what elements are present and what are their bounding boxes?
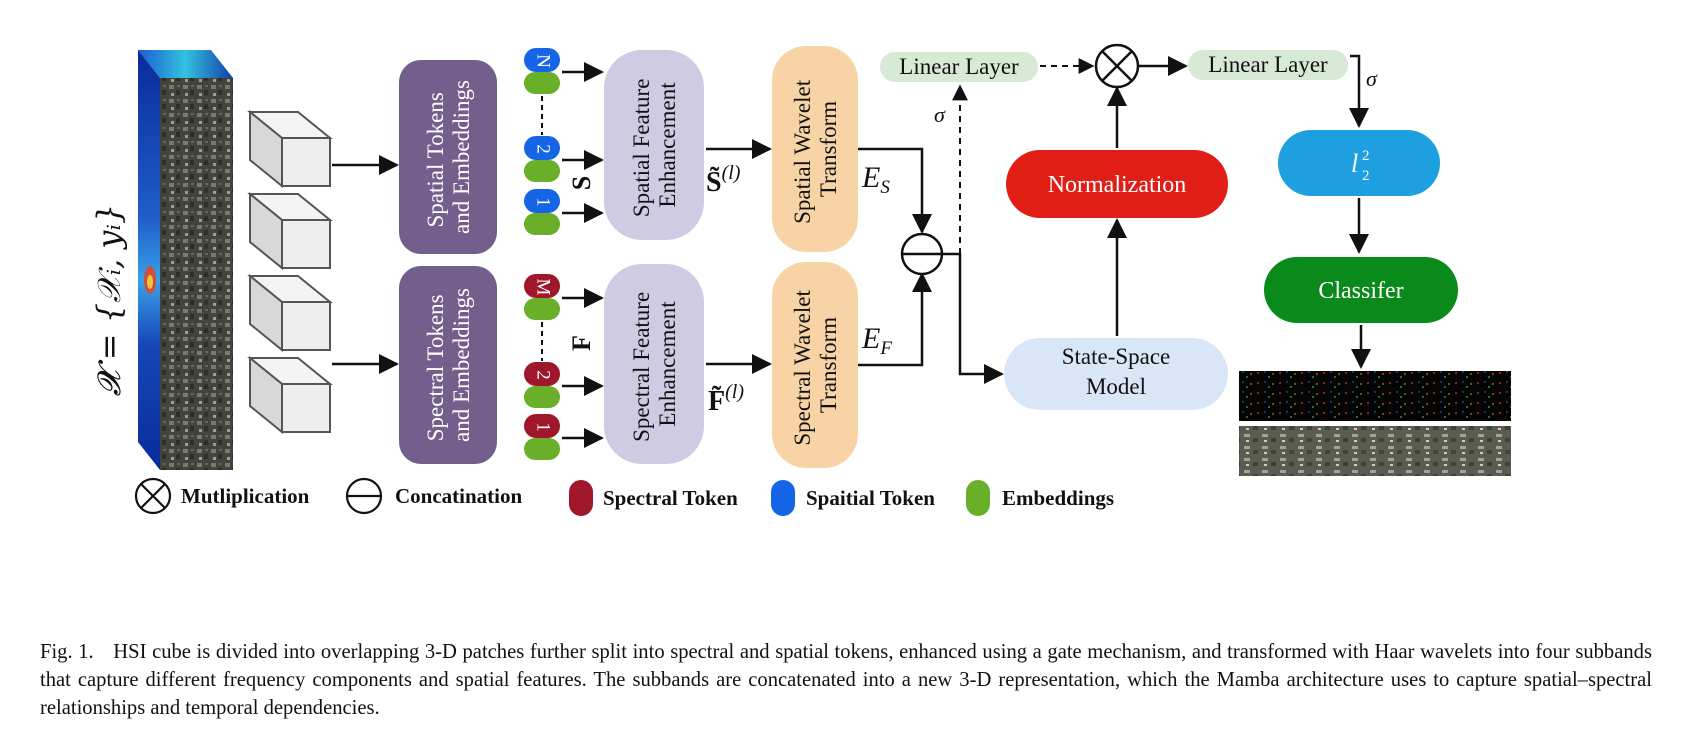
linear-layer-2: Linear Layer [1188,50,1348,80]
spatial-enh-line1: Spatial Feature [629,79,654,218]
spatial-enh-line2: Enhancement [655,82,680,208]
svg-text:Spatial Wavelet Transfor: Spatial Wavelet Transform [790,74,841,224]
svg-text:Spectral Feature Enhanc: Spectral Feature Enhancement [629,286,680,442]
l2-norm-box: l 2 2 [1278,130,1440,196]
caption-lead: Fig. 1. [40,641,94,663]
spatial-tokens-line1: Spatial Tokens [423,92,448,227]
legend-concatenation-icon [345,477,383,515]
spatial-enh-output-symbol: S̃ [706,167,722,198]
concatenation-operator [900,232,944,276]
spectral-enh-line2: Enhancement [655,301,680,427]
state-space-model-box: State-Space Model [1004,338,1228,410]
spatial-layer-superscript: (l) [722,162,741,184]
sigma-label-1: σ [934,102,946,127]
spectral-enh-line1: Spectral Feature [629,292,654,442]
es-label: E [861,161,880,194]
hsi-cube [138,50,233,470]
spectral-tokens-line1: Spectral Tokens [423,294,448,441]
figure-caption: Fig. 1. HSI cube is divided into overlap… [40,638,1652,722]
linear-layer-1-label: Linear Layer [899,54,1019,79]
svg-text:Spatial Feature Enhancem: Spatial Feature Enhancement [629,73,680,217]
legend-multiplication-icon [134,477,172,515]
spatial-token-badge-n: N [533,54,554,68]
spatial-token-stack: N 2 1 [524,48,560,235]
ground-image [1239,426,1511,476]
legend-spectral-token-icon [569,480,593,516]
legend-concatenation: Concatination [395,484,523,508]
sigma-label-2: σ [1366,66,1378,91]
spectral-wavelet-line1: Spectral Wavelet [790,290,815,446]
spatial-token-badge-2: 2 [533,144,554,154]
legend-multiplication: Mutliplication [181,484,310,508]
linear-layer-1: Linear Layer [880,52,1038,82]
multiplication-operator [1094,43,1140,89]
spatial-tokens-line2: and Embeddings [449,80,474,234]
spectral-token-badge-2: 2 [533,370,554,380]
spectral-wavelet-line2: Transform [816,317,841,413]
patch-cubes [247,109,333,435]
legend-spectral-token: Spectral Token [603,486,738,510]
spectral-set-symbol: F [567,335,596,351]
legend: Mutliplication Concatination Spectral To… [134,477,1114,516]
spatial-token-badge-1: 1 [533,197,554,207]
spectral-enh-output-symbol: F̃ [708,386,725,417]
ef-label: E [861,322,880,355]
spectral-wavelet-box: Spectral Wavelet Transform [772,262,858,468]
es-subscript: S [880,177,890,198]
spectral-layer-superscript: (l) [725,381,744,403]
spectral-token-badge-1: 1 [533,422,554,432]
spectral-token-badge-m: M [533,279,554,296]
l2-base: l [1351,149,1358,178]
svg-text:EF: EF [861,322,892,359]
svg-text:Spectral Wavelet Transfo: Spectral Wavelet Transform [790,284,841,445]
classifier-label: Classifer [1318,278,1403,304]
architecture-diagram: 𝓧 = {𝒳ᵢ, yᵢ} Spatial Tokens and Embeddin… [90,43,1511,516]
linear-layer-2-label: Linear Layer [1208,52,1328,77]
spectral-token-stack: M 2 1 [524,274,560,460]
spectral-enhancement-box: Spectral Feature Enhancement [604,264,704,464]
legend-spatial-token-icon [771,480,795,516]
spatial-wavelet-line2: Transform [816,101,841,197]
l2-subscript: 2 [1362,168,1370,184]
svg-text:ES: ES [861,161,890,198]
svg-text:Spectral Tokens and Emb: Spectral Tokens and Embeddings [423,288,474,442]
ssm-line2: Model [1086,374,1146,399]
ssm-line1: State-Space [1062,344,1171,369]
input-set-label: 𝓧 = {𝒳ᵢ, yᵢ} [90,204,128,397]
classifier-box: Classifer [1264,257,1458,323]
spatial-tokens-box: Spatial Tokens and Embeddings [399,60,497,254]
classification-map [1239,371,1511,421]
spatial-wavelet-line1: Spatial Wavelet [790,79,815,224]
spatial-enhancement-box: Spatial Feature Enhancement [604,50,704,240]
legend-spatial-token: Spaitial Token [806,486,935,510]
spectral-tokens-line2: and Embeddings [449,288,474,442]
legend-embeddings: Embeddings [1002,486,1114,510]
svg-text:F̃(l): F̃(l) [708,381,744,417]
normalization-label: Normalization [1048,172,1187,198]
svg-text:S̃(l): S̃(l) [706,162,741,198]
svg-text:Spatial Tokens and Embed: Spatial Tokens and Embeddings [423,80,474,234]
spatial-wavelet-box: Spatial Wavelet Transform [772,46,858,252]
spectral-tokens-box: Spectral Tokens and Embeddings [399,266,497,464]
normalization-box: Normalization [1006,150,1228,218]
l2-superscript: 2 [1362,148,1370,164]
spatial-set-symbol: S [567,176,596,190]
caption-text: HSI cube is divided into overlapping 3-D… [40,641,1652,719]
ef-subscript: F [879,338,892,359]
legend-embeddings-icon [966,480,990,516]
